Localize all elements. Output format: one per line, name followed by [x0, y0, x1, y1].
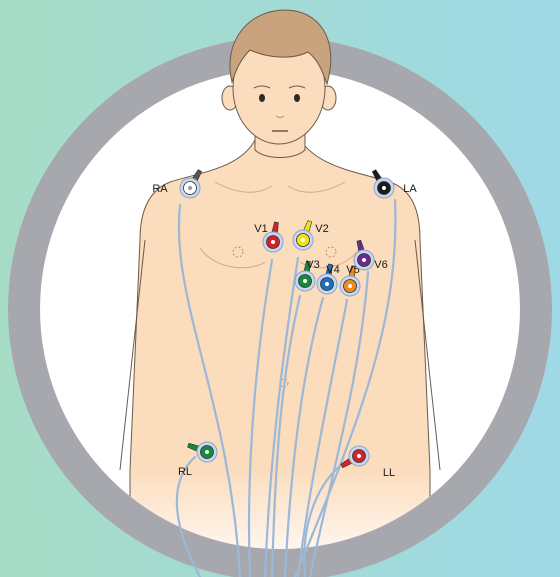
torso [130, 140, 430, 577]
electrode-label-v3: V3 [306, 259, 319, 271]
electrode-label-la: LA [403, 183, 417, 195]
electrode-label-rl: RL [178, 466, 192, 478]
left-eye [294, 94, 300, 102]
electrode-label-v6: V6 [374, 259, 387, 271]
electrode-label-ra: RA [152, 183, 168, 195]
right-eye [259, 94, 265, 102]
electrode-label-v1: V1 [254, 223, 267, 235]
electrode-label-v4: V4 [326, 264, 339, 276]
electrode-label-ll: LL [383, 467, 395, 479]
electrode-label-v2: V2 [315, 223, 328, 235]
